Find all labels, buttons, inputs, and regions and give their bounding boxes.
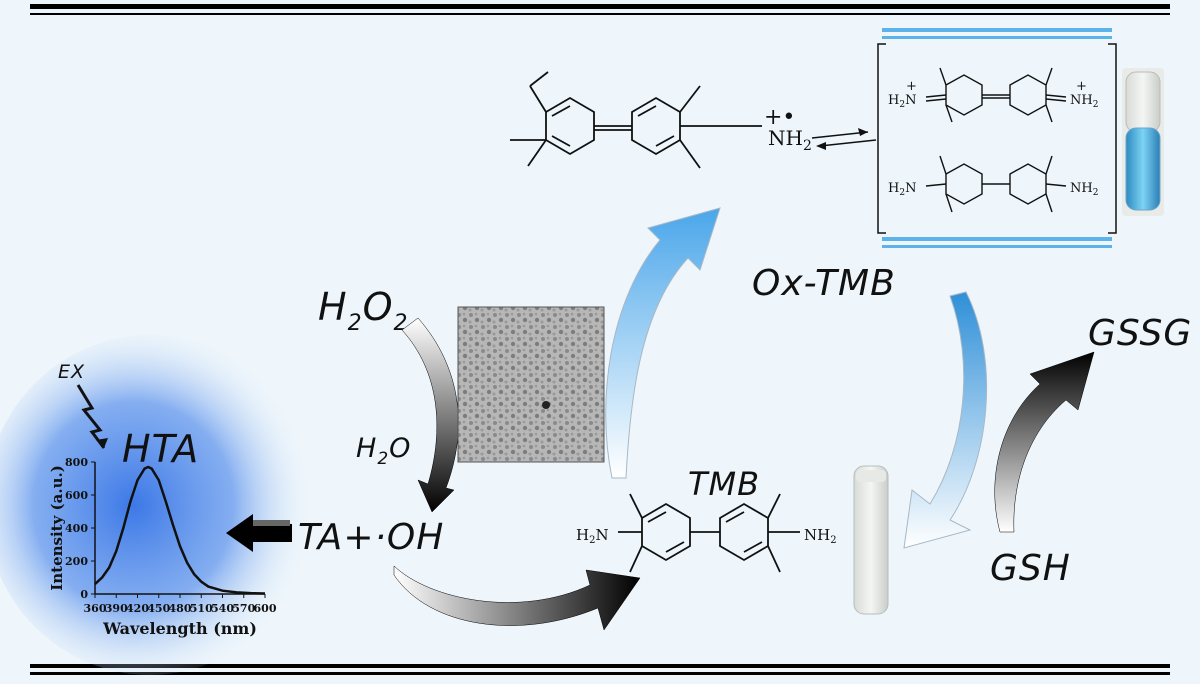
blue-vial (1122, 68, 1164, 216)
radical-charge: +• (764, 105, 795, 130)
y-tick-label: 400 (65, 522, 88, 535)
plus-left: + (906, 79, 917, 94)
ex-label: EX (58, 361, 85, 383)
gsh-label: GSH (990, 548, 1071, 589)
h2o2-to-ta-arrow (401, 317, 459, 513)
tmb-nh2: NH2 (804, 526, 837, 546)
hta-label: HTA (122, 427, 199, 471)
x-axis-label: Wavelength (nm) (102, 619, 257, 638)
ox-tmb-label: Ox-TMB (752, 263, 896, 304)
y-axis-label: Intensity (a.u.) (48, 465, 66, 591)
nh2-right: NH2 (1070, 181, 1098, 198)
ta-to-hta-arrow (226, 514, 292, 552)
y-tick-label: 0 (80, 588, 88, 601)
x-tick-label: 450 (147, 602, 170, 615)
x-tick-label: 390 (105, 602, 128, 615)
tmb-structure: H2N NH2 (576, 493, 837, 573)
emission-chart: 3603904204504805105405706000200400600800… (48, 456, 277, 638)
tmb-to-radical-arrow (605, 207, 721, 479)
top-border (30, 4, 1170, 15)
bottom-border (30, 664, 1170, 675)
ta-oh-label: TA+·OH (298, 517, 444, 558)
ta-to-tmb-arrow (393, 565, 641, 631)
x-tick-label: 420 (126, 602, 149, 615)
tmb-h2n: H2N (576, 526, 609, 546)
x-tick-label: 570 (232, 602, 255, 615)
h2n-plus-left: H2N (888, 93, 916, 110)
x-tick-label: 480 (169, 602, 192, 615)
hta-blue-glow (0, 335, 315, 675)
gssg-label: GSSG (1088, 313, 1192, 354)
gsh-to-gssg-arrow (994, 351, 1095, 533)
tmb-radical-cation-structure: NH2 +• (510, 71, 877, 169)
oxtmb-to-vial-arrow (903, 291, 988, 549)
h2n-left: H2N (888, 181, 916, 198)
colorless-vial (853, 465, 889, 615)
h2o-label: H2O (356, 433, 411, 469)
y-tick-label: 800 (65, 456, 88, 469)
nh2-plus-right: NH2 (1070, 93, 1098, 110)
excitation-lightning-icon (76, 384, 108, 449)
tmb-label: TMB (688, 465, 760, 503)
nh2-radical: NH2 (768, 126, 812, 154)
x-tick-label: 540 (211, 602, 234, 615)
x-tick-label: 600 (254, 602, 277, 615)
plus-right: + (1076, 79, 1087, 94)
h2o2-label: H2O2 (318, 285, 409, 336)
x-tick-label: 510 (190, 602, 213, 615)
charge-transfer-complex: H2N + NH2 + H2N NH2 (877, 28, 1117, 248)
x-tick-label: 360 (84, 602, 107, 615)
y-tick-label: 200 (65, 555, 88, 568)
emission-series-line (94, 465, 266, 595)
tem-nanoparticle-image (457, 306, 605, 463)
y-tick-label: 600 (65, 489, 88, 502)
